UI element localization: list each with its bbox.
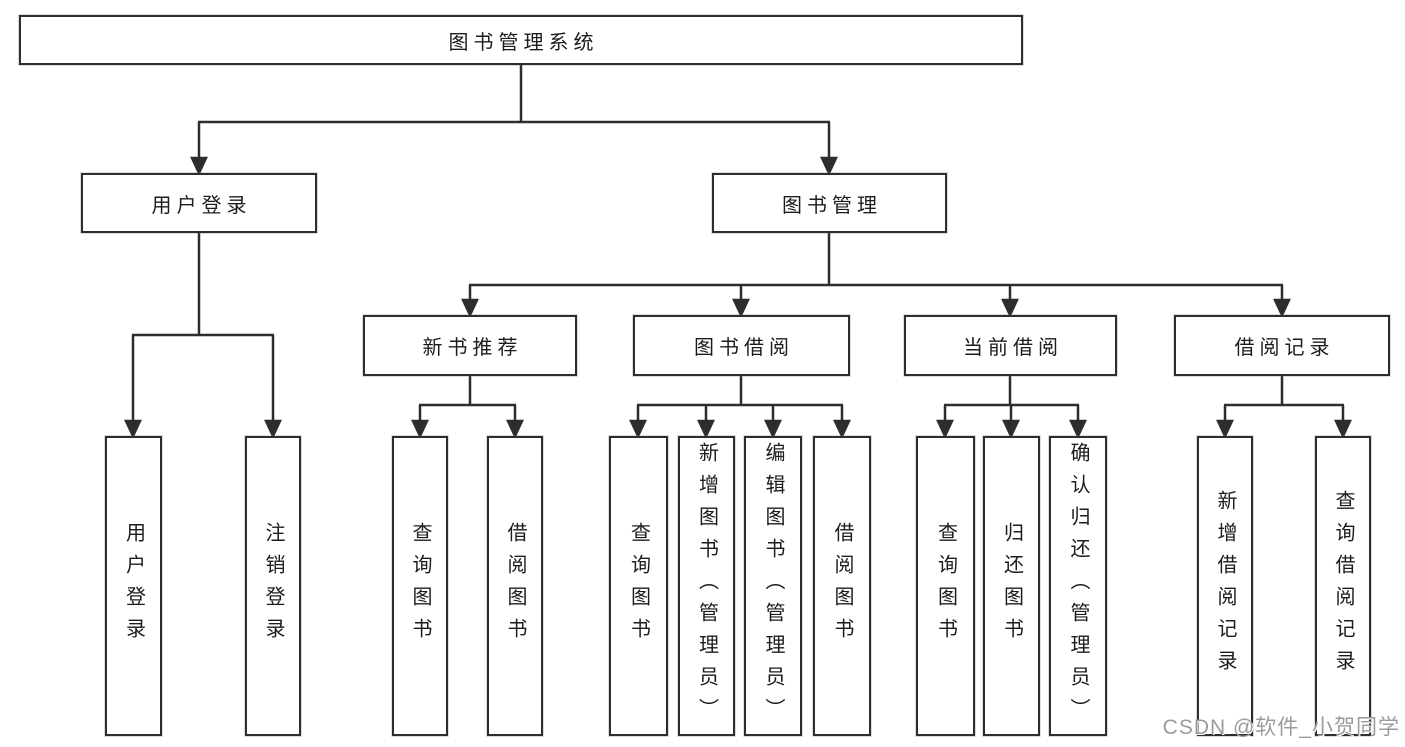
leaf-recommend-borrow-books: 借阅图书 <box>487 436 543 736</box>
leaf-borrow-query-books: 查询图书 <box>609 436 668 736</box>
node-new-book-recommend-label: 新书推荐 <box>422 337 523 359</box>
leaf-borrow-books-label: 借阅图书 <box>831 522 853 650</box>
node-root-label: 图书管理系统 <box>448 31 599 54</box>
leaf-return-books: 归还图书 <box>983 436 1040 736</box>
leaf-edit-books-admin-label: 编辑图书（管理员） <box>762 442 784 730</box>
leaf-user-login: 用户登录 <box>105 436 162 736</box>
leaf-current-query-books: 查询图书 <box>916 436 975 736</box>
node-borrow-records: 借阅记录 <box>1174 315 1390 376</box>
node-borrow-records-label: 借阅记录 <box>1234 337 1335 359</box>
connector-book-borrow-children <box>629 376 851 439</box>
leaf-add-borrow-record-label: 新增借阅记录 <box>1214 490 1236 682</box>
leaf-edit-books-admin: 编辑图书（管理员） <box>744 436 802 736</box>
csdn-watermark: CSDN @软件_小贺同学 <box>1162 716 1400 739</box>
node-book-management-label: 图书管理 <box>782 194 882 217</box>
leaf-recommend-borrow-books-label: 借阅图书 <box>504 522 526 650</box>
leaf-query-borrow-record: 查询借阅记录 <box>1315 436 1371 736</box>
leaf-recommend-query-books: 查询图书 <box>392 436 448 736</box>
node-current-borrow: 当前借阅 <box>904 315 1117 376</box>
leaf-add-borrow-record: 新增借阅记录 <box>1197 436 1253 736</box>
leaf-confirm-return-admin: 确认归还（管理员） <box>1049 436 1107 736</box>
leaf-current-query-books-label: 查询图书 <box>934 522 957 650</box>
leaf-confirm-return-admin-label: 确认归还（管理员） <box>1067 442 1089 730</box>
leaf-add-books-admin: 新增图书（管理员） <box>678 436 735 736</box>
leaf-borrow-books: 借阅图书 <box>813 436 871 736</box>
connector-borrow-records-children <box>1216 376 1352 439</box>
leaf-borrow-query-books-label: 查询图书 <box>627 522 650 650</box>
connector-root-to-level2 <box>190 65 838 176</box>
leaf-user-login-label: 用户登录 <box>122 522 145 650</box>
node-current-borrow-label: 当前借阅 <box>963 337 1063 359</box>
node-new-book-recommend: 新书推荐 <box>363 315 577 376</box>
leaf-add-books-admin-label: 新增图书（管理员） <box>695 442 718 730</box>
connector-user-login-children <box>124 233 282 439</box>
leaf-return-books-label: 归还图书 <box>1000 522 1023 650</box>
connector-book-management-children <box>461 233 1291 318</box>
leaf-logout-label: 注销登录 <box>262 522 284 650</box>
node-book-management: 图书管理 <box>712 173 947 233</box>
leaf-logout: 注销登录 <box>245 436 301 736</box>
node-book-borrow: 图书借阅 <box>633 315 850 376</box>
node-root-library-management-system: 图书管理系统 <box>19 15 1023 65</box>
connector-new-book-children <box>411 376 524 439</box>
node-user-login-label: 用户登录 <box>151 194 252 217</box>
node-user-login: 用户登录 <box>81 173 317 233</box>
node-book-borrow-label: 图书借阅 <box>694 337 794 359</box>
connector-current-borrow-children <box>936 376 1087 439</box>
leaf-query-borrow-record-label: 查询借阅记录 <box>1332 490 1354 682</box>
leaf-recommend-query-books-label: 查询图书 <box>409 522 431 650</box>
